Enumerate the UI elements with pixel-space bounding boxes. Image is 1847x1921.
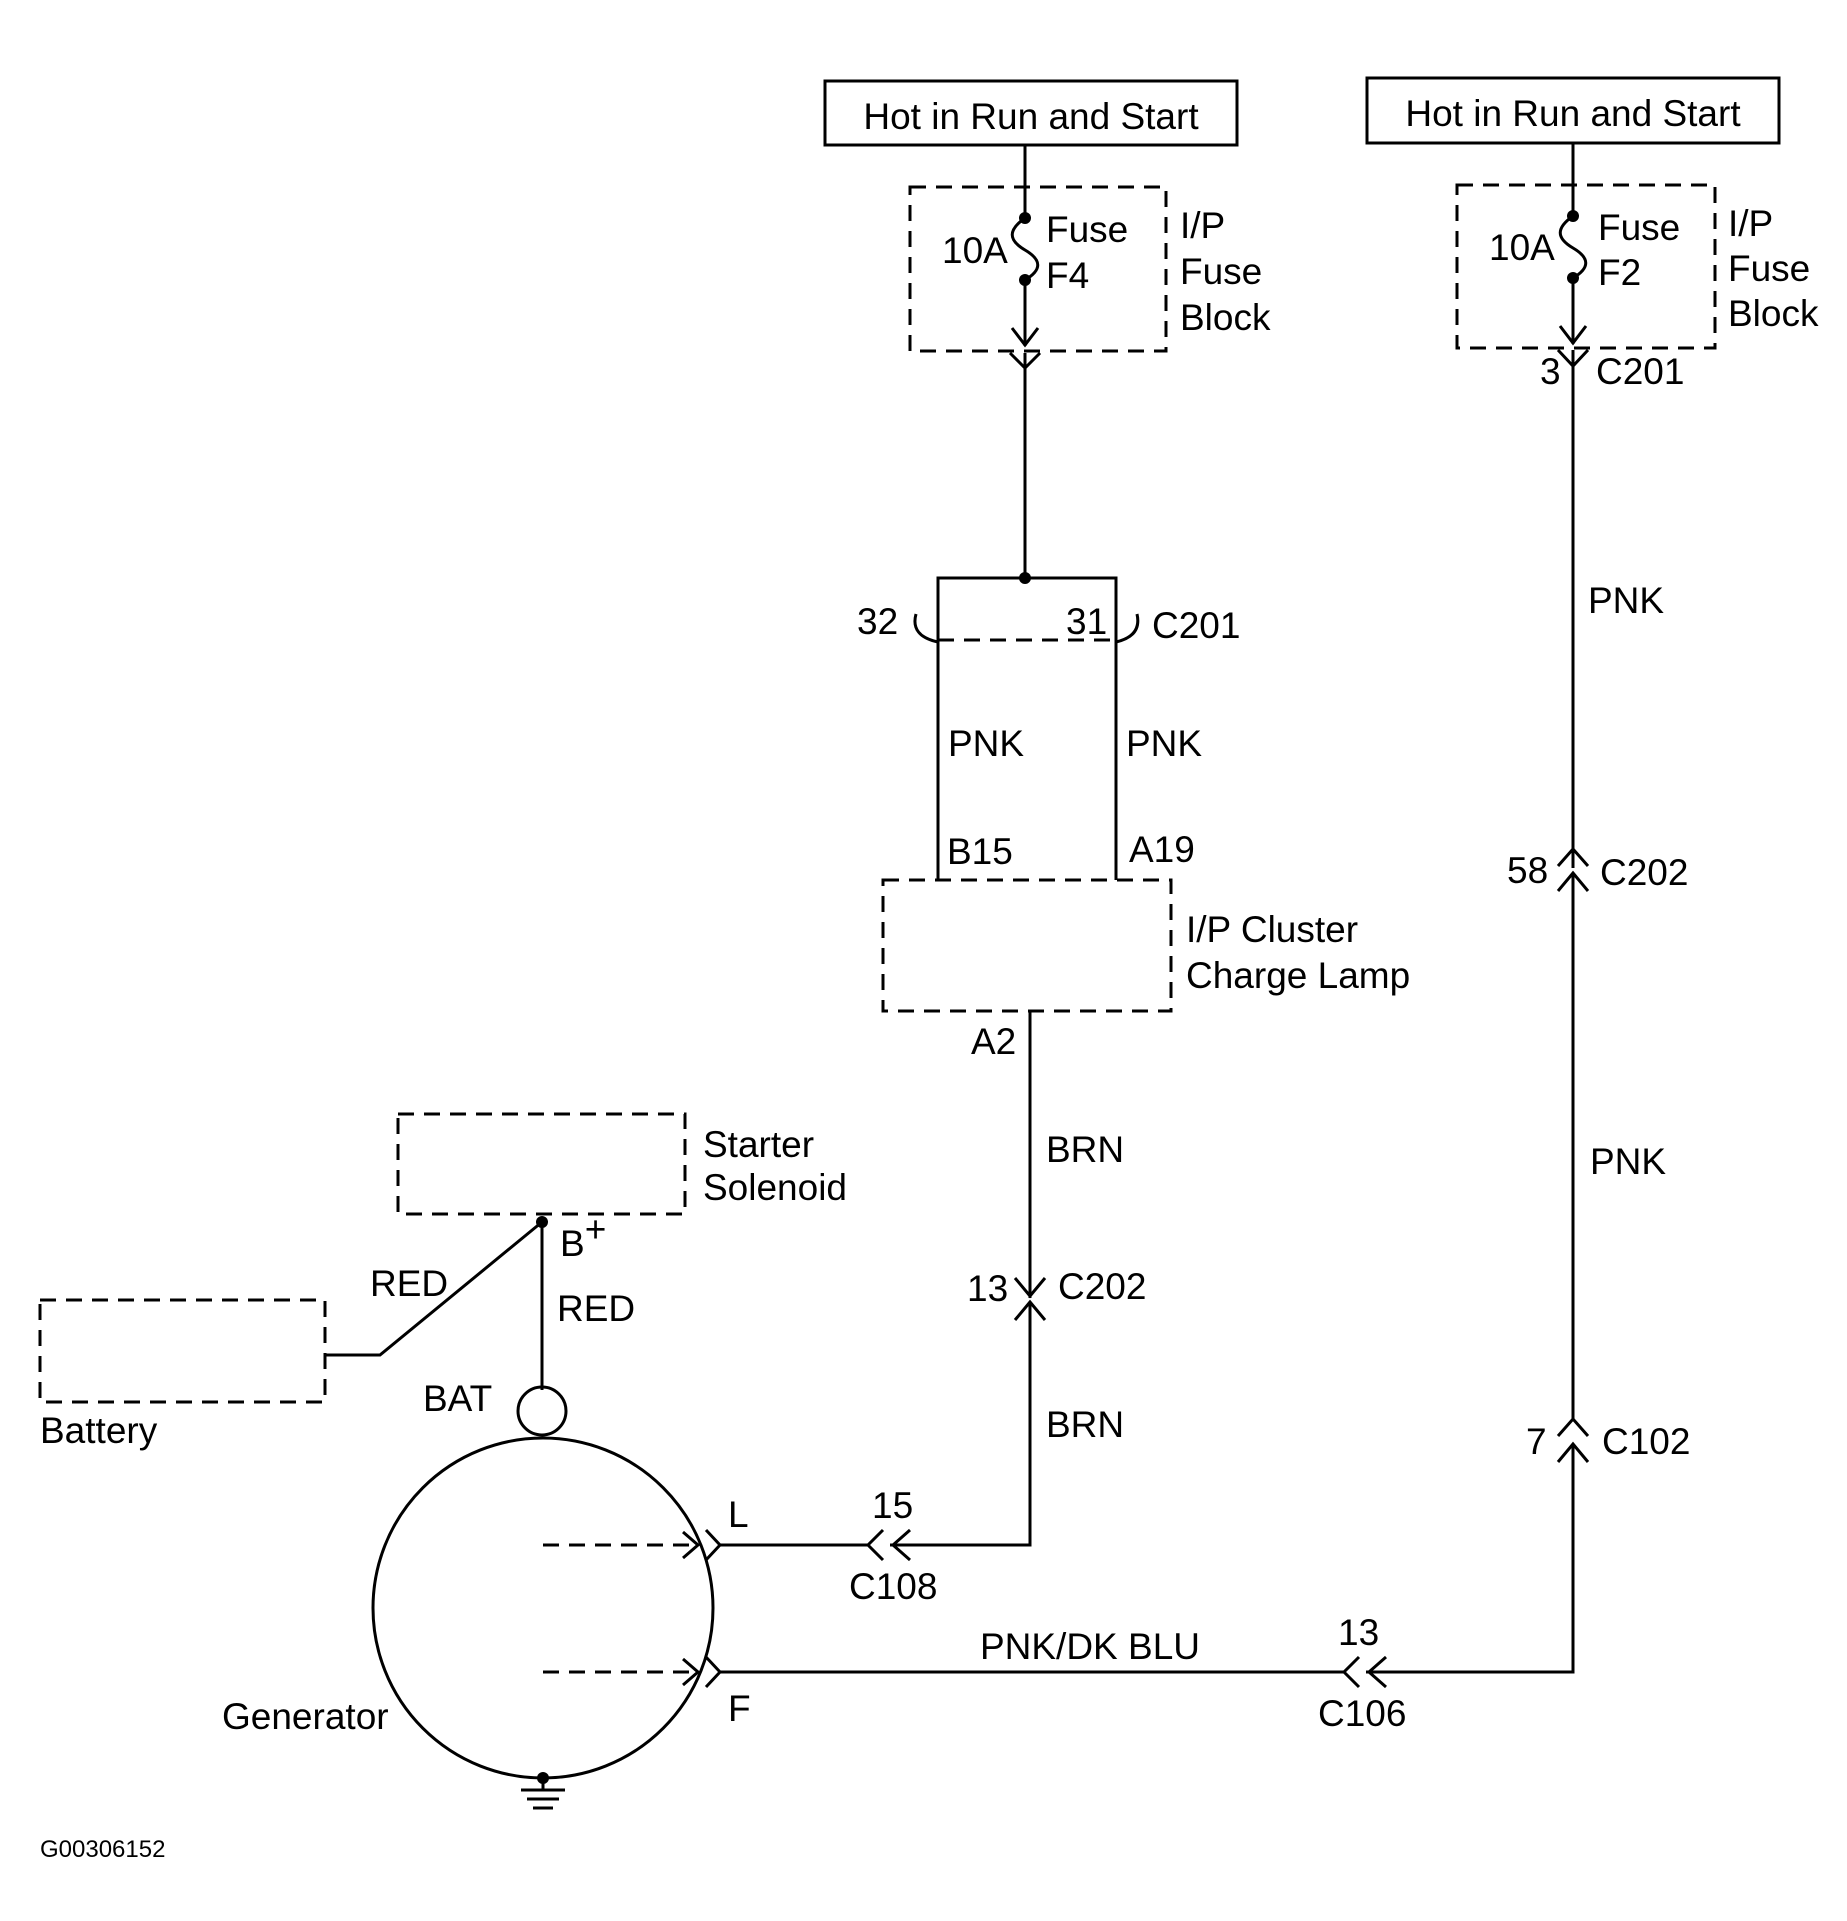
ground-icon bbox=[521, 1778, 565, 1810]
wire-label-pnk-left-2: PNK bbox=[1126, 723, 1202, 764]
generator-bat-label: BAT bbox=[423, 1378, 492, 1419]
connector-c201-left-name: C201 bbox=[1152, 605, 1240, 646]
connector-c202-left-pin: 13 bbox=[967, 1268, 1008, 1309]
generator-l-connector bbox=[704, 1528, 723, 1562]
power-source-label-right: Hot in Run and Start bbox=[1405, 93, 1741, 134]
fuse-block-left-line3: Block bbox=[1180, 297, 1271, 338]
fuse-block-left-line1: I/P bbox=[1180, 205, 1225, 246]
connector-c108-body bbox=[865, 1528, 885, 1562]
starter-solenoid-label-line2: Solenoid bbox=[703, 1167, 847, 1208]
wire-label-pnk-right-upper: PNK bbox=[1588, 580, 1664, 621]
generator-l-arrow bbox=[682, 1530, 701, 1560]
ip-cluster-pin-a19: A19 bbox=[1129, 829, 1195, 870]
fuse-f4-arrow bbox=[1010, 327, 1040, 348]
ip-cluster-pin-a2: A2 bbox=[971, 1021, 1016, 1062]
connector-c201-pin32-symbol bbox=[913, 613, 939, 644]
starter-solenoid-label-line1: Starter bbox=[703, 1124, 814, 1165]
wire-branch-right bbox=[1025, 576, 1118, 880]
fuse-f2-name-line2: F2 bbox=[1598, 252, 1641, 293]
generator-terminal-f: F bbox=[728, 1688, 751, 1729]
connector-c106-body bbox=[1341, 1655, 1361, 1689]
fuse-f2-element bbox=[1558, 214, 1588, 280]
wire-label-red-generator: RED bbox=[557, 1288, 635, 1329]
fuse-f2-rating: 10A bbox=[1489, 227, 1555, 268]
generator-bat-terminal bbox=[516, 1385, 568, 1437]
connector-c202-left-top bbox=[1013, 1277, 1047, 1299]
fuse-block-right-line3: Block bbox=[1728, 293, 1819, 334]
wire-branch-left bbox=[936, 576, 1025, 880]
wire-brn-lower bbox=[890, 1302, 1032, 1547]
wire-label-brn-upper: BRN bbox=[1046, 1129, 1124, 1170]
wire-label-red-battery: RED bbox=[370, 1263, 448, 1304]
connector-c201-right-name: C201 bbox=[1596, 351, 1684, 392]
connector-c106-arrow bbox=[1366, 1655, 1387, 1689]
connector-c106-pin: 13 bbox=[1338, 1612, 1379, 1653]
connector-c102-pin: 7 bbox=[1526, 1421, 1547, 1462]
fuse-block-right-line2: Fuse bbox=[1728, 248, 1810, 289]
power-source-box-right bbox=[1365, 76, 1781, 145]
connector-c202-left-name: C202 bbox=[1058, 1266, 1146, 1307]
fuse-block-left-outline bbox=[908, 185, 1168, 353]
figure-id: G00306152 bbox=[40, 1836, 165, 1863]
connector-c201-pin31: 31 bbox=[1066, 601, 1107, 642]
ip-cluster-label-line2: Charge Lamp bbox=[1186, 955, 1410, 996]
fuse-f2-name-line1: Fuse bbox=[1598, 207, 1680, 248]
generator-f-arrow bbox=[682, 1657, 701, 1687]
connector-c202-right-top bbox=[1556, 846, 1590, 867]
battery-label: Battery bbox=[40, 1410, 158, 1451]
ip-cluster-pin-b15: B15 bbox=[947, 831, 1013, 872]
fuse-f4-name-line2: F4 bbox=[1046, 255, 1089, 296]
wire-red-battery bbox=[325, 1220, 543, 1357]
generator-label: Generator bbox=[222, 1696, 389, 1737]
fuse-block-left-line2: Fuse bbox=[1180, 251, 1262, 292]
fuse-f4-name-line1: Fuse bbox=[1046, 209, 1128, 250]
starter-b-plus-label: B+ bbox=[560, 1209, 606, 1264]
connector-c201-pin31-symbol bbox=[1115, 613, 1140, 644]
battery-outline bbox=[38, 1298, 327, 1404]
fuse-block-right-line1: I/P bbox=[1728, 203, 1773, 244]
power-source-label-left: Hot in Run and Start bbox=[863, 96, 1199, 137]
wire-label-pnk-right-lower: PNK bbox=[1590, 1141, 1666, 1182]
ip-cluster-outline bbox=[881, 878, 1173, 1013]
connector-c201-pin32: 32 bbox=[857, 601, 898, 642]
wire-label-pnk-dk-blu: PNK/DK BLU bbox=[980, 1626, 1200, 1667]
connector-c202-right-pin: 58 bbox=[1507, 850, 1548, 891]
wire-c102-to-c106 bbox=[1366, 1444, 1575, 1674]
connector-c108-pin: 15 bbox=[872, 1485, 913, 1526]
connector-c102-name: C102 bbox=[1602, 1421, 1690, 1462]
generator-body bbox=[371, 1436, 715, 1780]
connector-c201-right-pin: 3 bbox=[1540, 351, 1561, 392]
starter-solenoid-outline bbox=[396, 1112, 687, 1216]
power-source-box-left bbox=[823, 79, 1239, 147]
generator-f-connector bbox=[704, 1655, 723, 1689]
wire-label-pnk-left-1: PNK bbox=[948, 723, 1024, 764]
connector-c108-name: C108 bbox=[849, 1566, 937, 1607]
connector-c106-name: C106 bbox=[1318, 1693, 1406, 1734]
fuse-block-right-outline bbox=[1455, 183, 1717, 350]
ip-cluster-label-line1: I/P Cluster bbox=[1186, 909, 1358, 950]
connector-c108-arrow bbox=[890, 1528, 911, 1562]
fuse-f2-arrow bbox=[1558, 325, 1588, 346]
generator-terminal-l: L bbox=[728, 1494, 749, 1535]
wire-label-brn-lower: BRN bbox=[1046, 1404, 1124, 1445]
fuse-f4-rating: 10A bbox=[942, 230, 1008, 271]
connector-c202-right-name: C202 bbox=[1600, 852, 1688, 893]
connector-c102-top bbox=[1556, 1416, 1590, 1437]
fuse-f4-element bbox=[1010, 216, 1040, 282]
